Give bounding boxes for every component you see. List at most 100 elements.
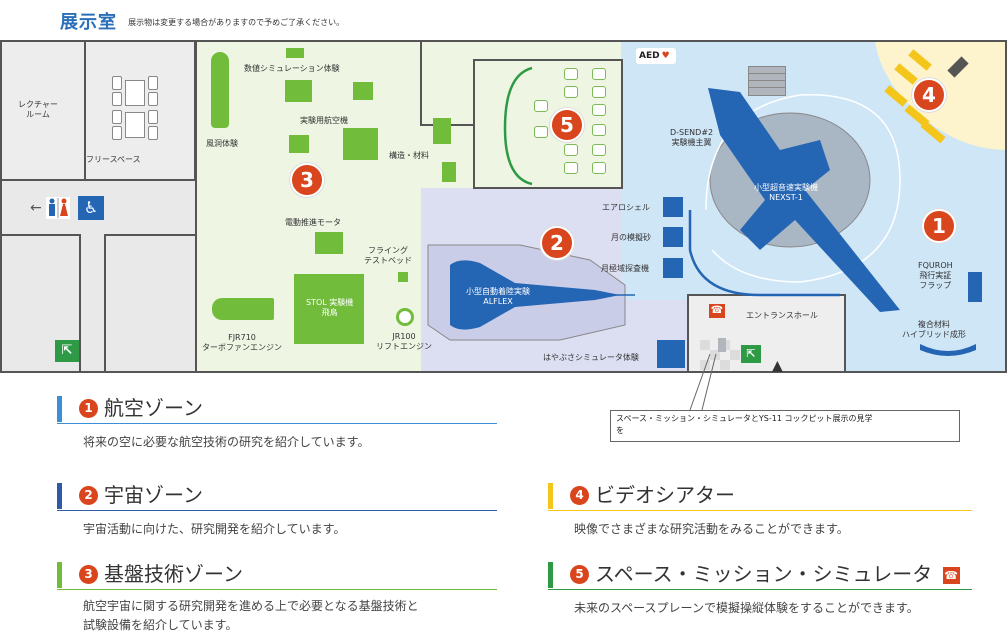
- stol-exhibit: [294, 274, 364, 344]
- fjr710-label: FJR710 ターボファンエンジン: [202, 333, 282, 352]
- section-title-text: 航空ゾーン: [104, 396, 203, 420]
- section-underline: [548, 510, 972, 511]
- wheelchair-icon: ♿: [78, 196, 104, 220]
- test-aircraft-label: 実験用航空機: [300, 116, 348, 125]
- section-description: 将来の空に必要な航空技術の研究を紹介しています。: [83, 435, 370, 449]
- seat: [148, 92, 158, 106]
- simulator-seat: [564, 86, 578, 98]
- emergency-exit-icon: ⇱: [55, 340, 79, 362]
- nexst-label: 小型超音速実験機 NEXST-1: [754, 183, 818, 202]
- section-bar: [57, 396, 62, 422]
- structure-exhibit: [442, 162, 456, 182]
- section-title: 2 宇宙ゾーン: [79, 482, 203, 508]
- phone-icon: ☎: [709, 304, 725, 318]
- seat: [112, 76, 122, 90]
- section-bar: [57, 562, 62, 588]
- section-title-text: スペース・ミッション・シミュレータ: [595, 562, 933, 586]
- lunar-explorer-label: 月極域探査機: [601, 264, 649, 273]
- numerical-sim-label: 数値シミュレーション体験: [244, 64, 340, 73]
- phone-icon: ☎: [942, 567, 960, 584]
- section-bar: [548, 562, 553, 588]
- section-title: 1 航空ゾーン: [79, 395, 203, 421]
- alflex-plane-icon: [450, 260, 635, 330]
- electric-motor-label: 電動推進モータ: [285, 218, 341, 227]
- simulator-seat: [564, 144, 578, 156]
- simulator-seat: [592, 124, 606, 136]
- lunar-regolith-exhibit: [663, 227, 683, 247]
- section-underline: [548, 589, 972, 590]
- section-number-icon: 3: [79, 565, 98, 584]
- arrow-left-icon: ←: [30, 200, 42, 216]
- simulator-seat: [564, 162, 578, 174]
- dsend-label: D-SEND#2 実験機主翼: [670, 128, 714, 147]
- numerical-sim-exhibit: [353, 82, 373, 100]
- restroom-icon: [46, 197, 70, 219]
- composite-exhibit: [920, 344, 976, 356]
- test-aircraft-exhibit: [289, 135, 309, 153]
- seat: [148, 126, 158, 140]
- aed-label: AED: [639, 51, 660, 61]
- simulator-seat: [534, 100, 548, 112]
- page-note: 展示物は変更する場合がありますので予めご了承ください。: [128, 18, 345, 27]
- cockpit-marker: [718, 338, 726, 352]
- stol-label: STOL 実験機 飛鳥: [306, 298, 354, 317]
- fquroh-exhibit: [968, 272, 982, 302]
- zone-3-badge: 3: [290, 163, 324, 197]
- test-aircraft-exhibit: [343, 128, 378, 160]
- section-underline: [57, 423, 497, 424]
- section-description: 未来のスペースプレーンで模擬操縦体験をすることができます。: [574, 601, 919, 615]
- structure-label: 構造・材料: [389, 151, 429, 160]
- section-bar: [548, 483, 553, 509]
- structure-exhibit: [433, 118, 451, 144]
- zone-2-badge: 2: [540, 226, 574, 260]
- jr100-label: JR100 リフトエンジン: [376, 332, 432, 351]
- simulator-seat: [564, 68, 578, 80]
- simulator-seat: [592, 104, 606, 116]
- simulator-seat: [592, 68, 606, 80]
- section-number-icon: 1: [79, 399, 98, 418]
- free-space-label: フリースペース: [86, 155, 141, 164]
- section-underline: [57, 510, 497, 511]
- zone-5-badge: 5: [550, 108, 584, 142]
- lunar-explorer-exhibit: [663, 258, 683, 278]
- dsend-exhibit: [748, 66, 786, 96]
- emergency-exit-icon: ⇱: [741, 345, 761, 363]
- callout-pointer: [689, 353, 717, 411]
- hayabusa-sim-exhibit: [657, 340, 685, 368]
- simulator-seat: [592, 144, 606, 156]
- simulator-seat: [592, 162, 606, 174]
- hayabusa-sim-label: はやぶさシミュレータ体験: [543, 353, 639, 362]
- composite-label: 複合材料 ハイブリッド成形: [902, 320, 966, 339]
- section-number-icon: 2: [79, 486, 98, 505]
- free-space-table: [125, 112, 145, 138]
- section-bar: [57, 483, 62, 509]
- section-title: 4 ビデオシアター: [570, 482, 735, 508]
- section-title-text: 宇宙ゾーン: [104, 483, 203, 507]
- simulator-seat: [592, 86, 606, 98]
- seat: [112, 92, 122, 106]
- page-title: 展示室: [60, 12, 117, 33]
- seat: [148, 110, 158, 124]
- lunar-regolith-label: 月の模擬砂: [611, 233, 651, 242]
- flying-testbed-label: フライング テストベッド: [364, 246, 412, 265]
- electric-motor-exhibit: [315, 232, 343, 254]
- fquroh-label: FQUROH 飛行実証 フラップ: [918, 261, 953, 290]
- free-space-table: [125, 80, 145, 106]
- section-underline: [57, 589, 497, 590]
- section-title-text: ビデオシアター: [595, 483, 735, 507]
- aed-icon: AED♥: [636, 48, 676, 64]
- nexst-plane-icon: [708, 88, 900, 312]
- flying-testbed-exhibit: [398, 272, 408, 282]
- section-description: 宇宙活動に向けた、研究開発を紹介しています。: [83, 522, 346, 536]
- legend-section-1: 1 航空ゾーン 将来の空に必要な航空技術の研究を紹介しています。: [57, 396, 497, 458]
- page-header: 展示室 展示物は変更する場合がありますので予めご了承ください。: [60, 8, 344, 34]
- section-number-icon: 4: [570, 486, 589, 505]
- lecture-room-label: レクチャー ルーム: [18, 100, 58, 119]
- seat: [112, 126, 122, 140]
- wind-tunnel-label: 風洞体験: [206, 139, 238, 148]
- section-description: 映像でさまざまな研究活動をみることができます。: [574, 522, 849, 536]
